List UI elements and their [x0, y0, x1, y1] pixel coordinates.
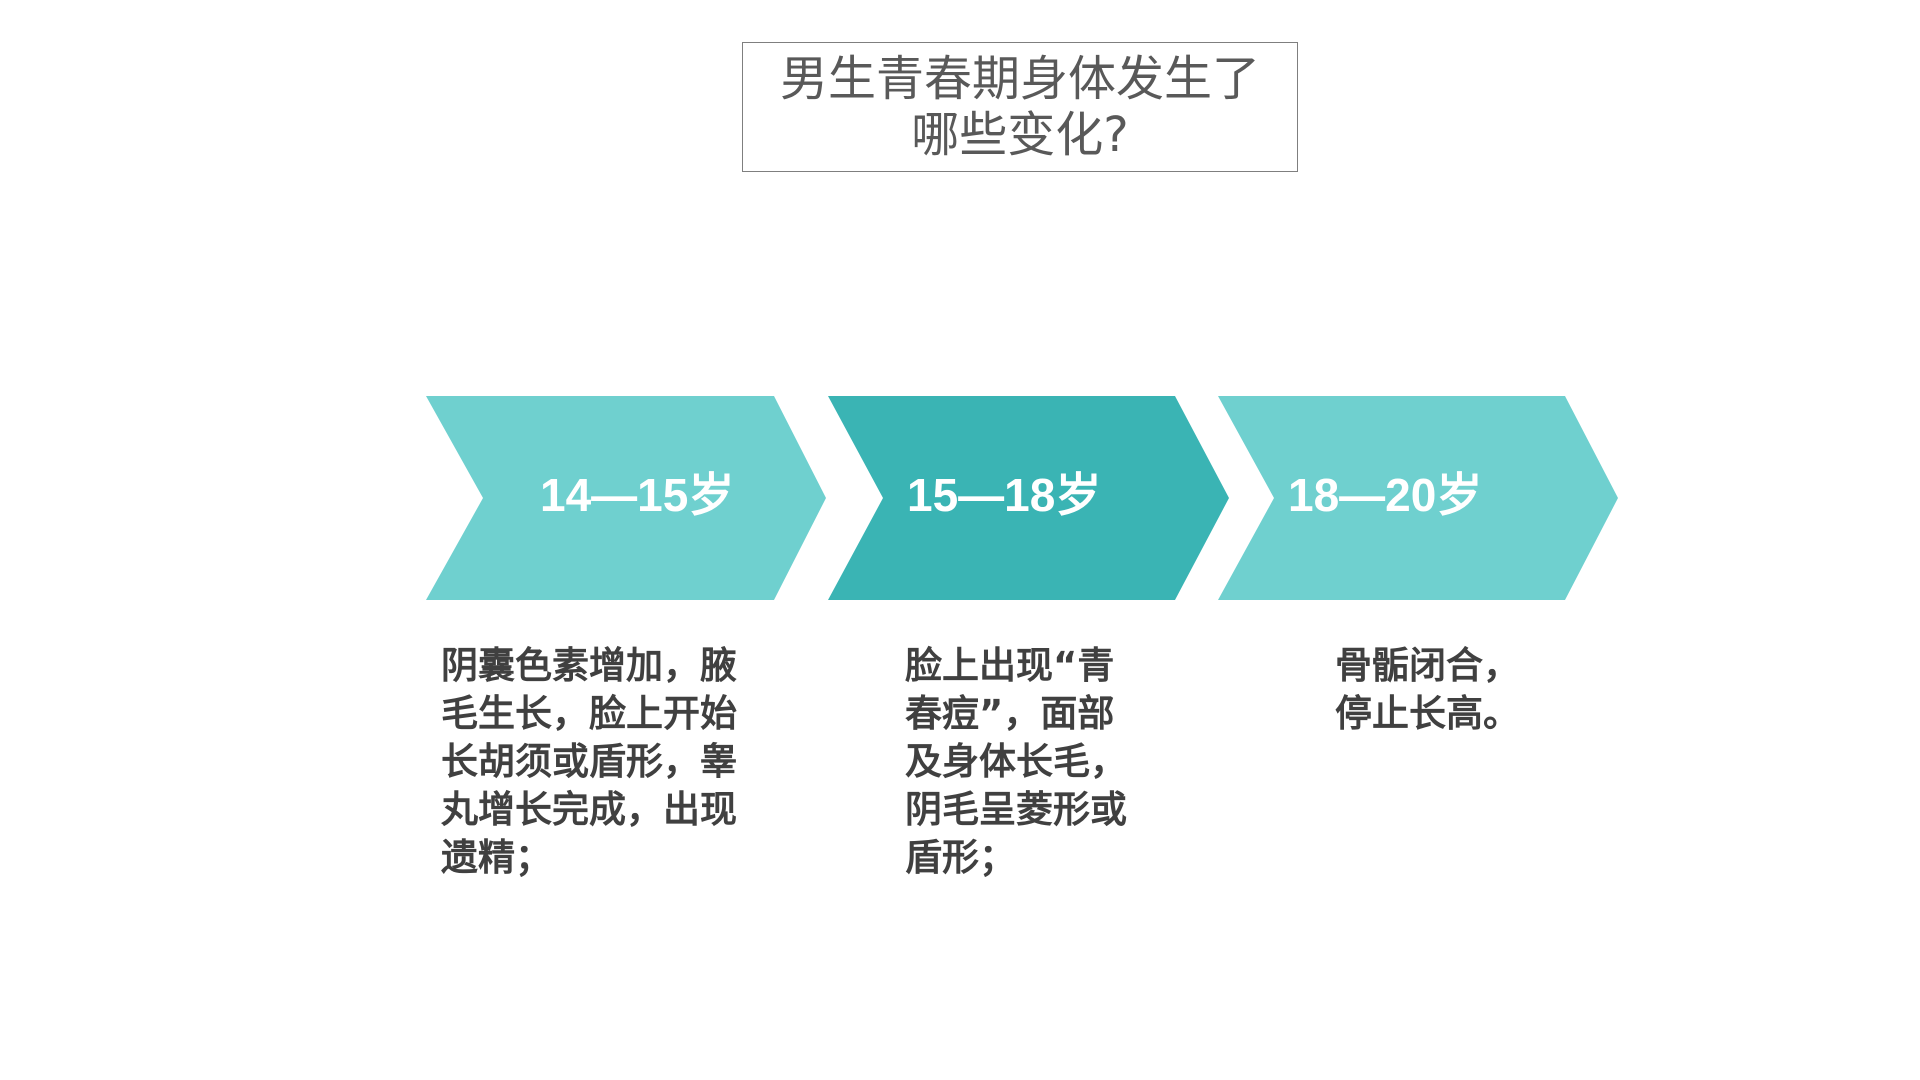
title-box: 男生青春期身体发生了 哪些变化? — [742, 42, 1298, 172]
stage-1-description: 阴囊色素增加，腋 毛生长，脸上开始 长胡须或盾形，睾 丸增长完成，出现 遗精； — [441, 642, 737, 882]
stage-2-description: 脸上出现“青 春痘”，面部 及身体长毛， 阴毛呈菱形或 盾形； — [905, 642, 1127, 882]
title-line-1: 男生青春期身体发生了 — [779, 51, 1260, 107]
stage-3-label: 18—20岁 — [1288, 469, 1483, 521]
stage-3-description: 骨骺闭合， 停止长高。 — [1335, 642, 1520, 738]
desc-line: 春痘”，面部 — [905, 692, 1115, 735]
title-line-2: 哪些变化? — [911, 107, 1129, 163]
stage-1-label: 14—15岁 — [540, 469, 735, 521]
desc-line: 及身体长毛， — [905, 740, 1127, 783]
desc-line: 丸增长完成，出现 — [441, 788, 737, 831]
chevron-stage-3 — [1218, 396, 1618, 600]
desc-line: 脸上出现“青 — [905, 644, 1115, 687]
chevron-stage-2 — [828, 396, 1229, 600]
chevron-stage-1 — [426, 396, 826, 600]
desc-line: 遗精； — [441, 836, 552, 879]
stage-2-label: 15—18岁 — [907, 469, 1102, 521]
desc-line: 盾形； — [905, 836, 1016, 879]
desc-line: 毛生长，脸上开始 — [441, 692, 737, 735]
desc-line: 长胡须或盾形，睾 — [441, 740, 737, 783]
desc-line: 阴毛呈菱形或 — [905, 788, 1127, 831]
desc-line: 停止长高。 — [1335, 692, 1520, 735]
desc-line: 阴囊色素增加，腋 — [441, 644, 737, 687]
desc-line: 骨骺闭合， — [1335, 644, 1520, 687]
